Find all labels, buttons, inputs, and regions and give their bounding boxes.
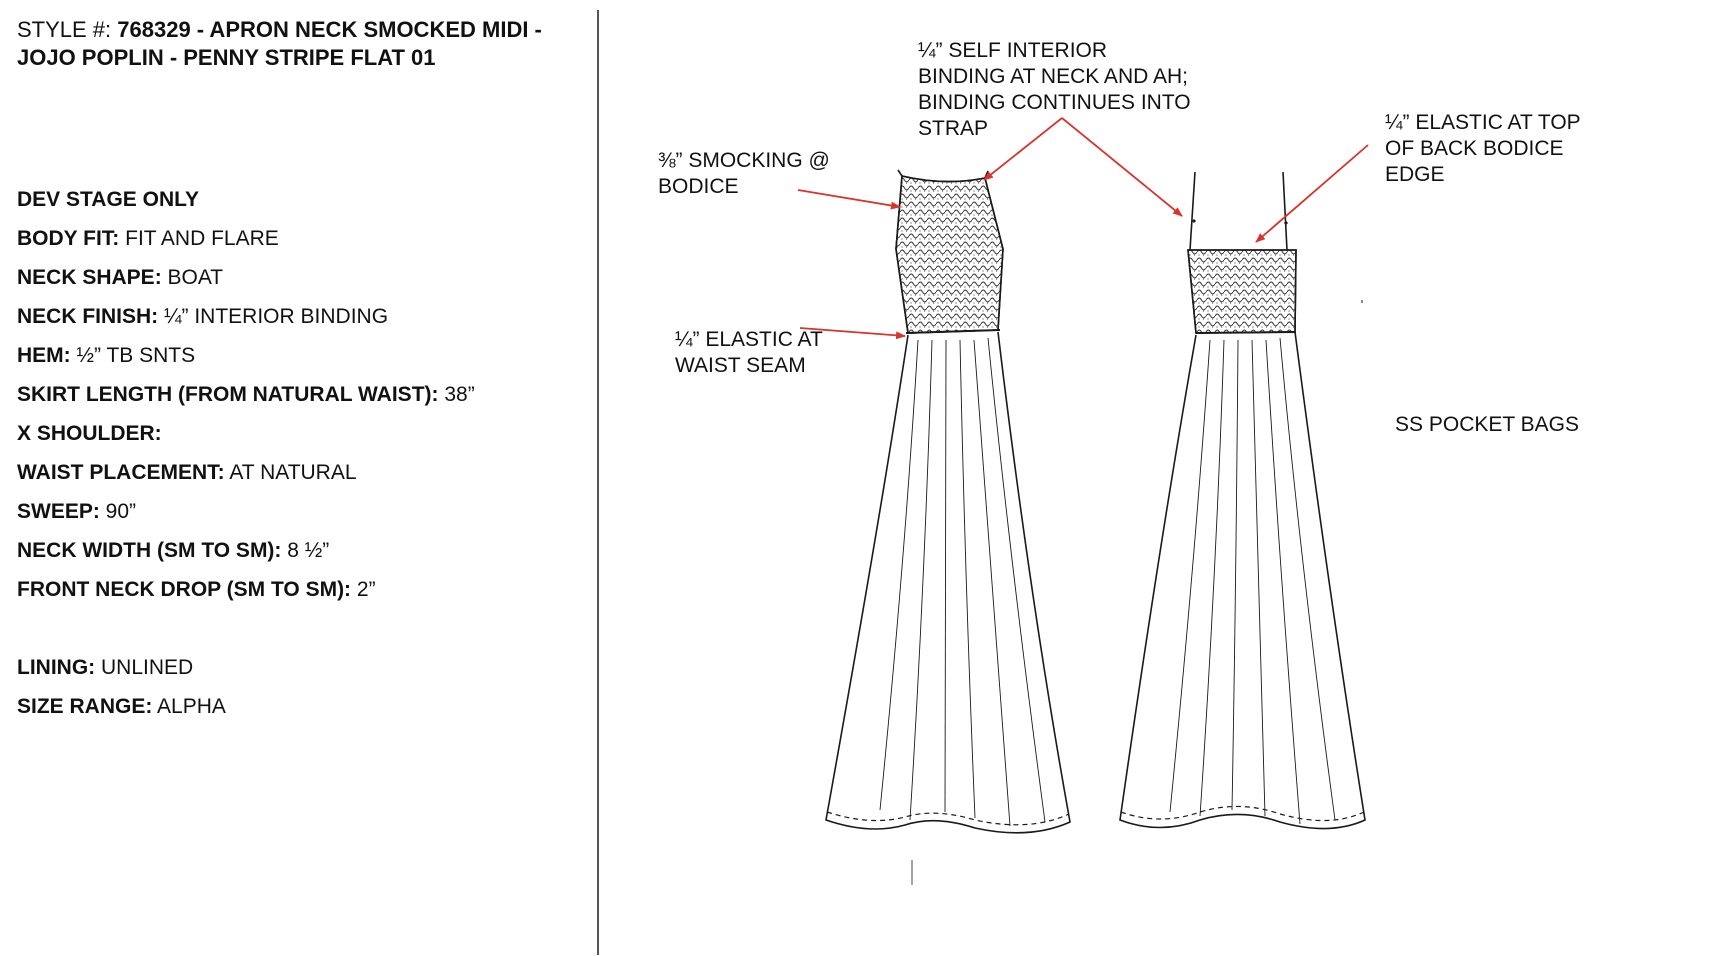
arrow-back-elastic (1255, 144, 1369, 243)
spec-value: BOAT (161, 266, 224, 289)
spec-value: ¼” INTERIOR BINDING (158, 305, 389, 328)
spec-label: NECK FINISH: (17, 305, 159, 328)
spec-label: DEV STAGE ONLY (17, 188, 200, 211)
spec-label: SWEEP: (17, 500, 100, 523)
spec-lining: LINING: UNLINED (17, 655, 577, 694)
note-neck-binding: ¼” SELF INTERIOR BINDING AT NECK AND AH;… (918, 38, 1191, 142)
spec-size-range: SIZE RANGE: ALPHA (17, 694, 577, 733)
spec-value: 8 ½” (281, 539, 330, 562)
note-line: WAIST SEAM (675, 354, 806, 377)
note-waist-elastic: ¼” ELASTIC AT WAIST SEAM (675, 327, 823, 379)
note-line: BINDING CONTINUES INTO (918, 91, 1191, 114)
arrow-smocking (797, 189, 901, 210)
note-smocking: ⅜” SMOCKING @ BODICE (658, 148, 830, 200)
spec-body-fit: BODY FIT: FIT AND FLARE (17, 226, 577, 265)
spec-value: FIT AND FLARE (119, 227, 279, 250)
spec-label: SIZE RANGE: (17, 695, 153, 718)
spec-x-shoulder: X SHOULDER: (17, 421, 577, 460)
note-pocket-bags: SS POCKET BAGS (1395, 412, 1579, 438)
note-line: ¼” ELASTIC AT TOP (1385, 111, 1581, 134)
spec-label: BODY FIT: (17, 227, 120, 250)
note-line: EDGE (1385, 163, 1445, 186)
arrow-waist-elastic (799, 327, 906, 340)
spec-neck-finish: NECK FINISH: ¼” INTERIOR BINDING (17, 304, 577, 343)
style-name: 768329 - APRON NECK SMOCKED MIDI - JOJO … (17, 17, 542, 70)
spec-label: NECK WIDTH (SM TO SM): (17, 539, 282, 562)
spec-value: ½” TB SNTS (70, 344, 196, 367)
spec-waist-placement: WAIST PLACEMENT: AT NATURAL (17, 460, 577, 499)
style-header: STYLE #: 768329 - APRON NECK SMOCKED MID… (17, 16, 577, 72)
spec-skirt-length: SKIRT LENGTH (FROM NATURAL WAIST): 38” (17, 382, 577, 421)
note-line: BODICE (658, 175, 739, 198)
spec-sweep: SWEEP: 90” (17, 499, 577, 538)
note-line: SS POCKET BAGS (1395, 413, 1580, 436)
spec-value: 2” (351, 578, 376, 601)
column-divider (597, 10, 599, 955)
spec-value: 90” (99, 500, 137, 523)
spec-label: HEM: (17, 344, 71, 367)
spec-hem: HEM: ½” TB SNTS (17, 343, 577, 382)
spec-label: LINING: (17, 656, 96, 679)
note-line: STRAP (918, 117, 989, 140)
spec-dev-stage: DEV STAGE ONLY (17, 187, 577, 226)
spec-list: DEV STAGE ONLY BODY FIT: FIT AND FLARE N… (17, 187, 577, 733)
style-prefix: STYLE #: (17, 17, 118, 42)
spec-value: AT NATURAL (224, 461, 357, 484)
front-view-sketch (825, 169, 1071, 885)
note-line: ¼” SELF INTERIOR (918, 39, 1108, 62)
arrow-binding-back (1061, 117, 1183, 217)
spec-label: WAIST PLACEMENT: (17, 461, 225, 484)
spec-label: X SHOULDER: (17, 422, 162, 445)
spec-value: 38” (438, 383, 475, 406)
note-line: BINDING AT NECK AND AH; (918, 65, 1188, 88)
spec-neck-shape: NECK SHAPE: BOAT (17, 265, 577, 304)
spec-value: UNLINED (95, 656, 194, 679)
spec-label: NECK SHAPE: (17, 266, 162, 289)
spec-value: ALPHA (152, 695, 226, 718)
note-back-elastic: ¼” ELASTIC AT TOP OF BACK BODICE EDGE (1385, 110, 1581, 188)
note-line: ¼” ELASTIC AT (675, 328, 823, 351)
style-title: STYLE #: 768329 - APRON NECK SMOCKED MID… (17, 16, 577, 72)
spec-neck-width: NECK WIDTH (SM TO SM): 8 ½” (17, 538, 577, 577)
spec-label: SKIRT LENGTH (FROM NATURAL WAIST): (17, 383, 439, 406)
spec-label: FRONT NECK DROP (SM TO SM): (17, 578, 352, 601)
callout-arrows (797, 117, 1369, 340)
note-line: ⅜” SMOCKING @ (658, 149, 830, 172)
back-view-sketch (1119, 171, 1366, 830)
note-line: OF BACK BODICE (1385, 137, 1564, 160)
arrow-binding-front (983, 117, 1063, 181)
spec-front-neck-drop: FRONT NECK DROP (SM TO SM): 2” (17, 577, 577, 616)
